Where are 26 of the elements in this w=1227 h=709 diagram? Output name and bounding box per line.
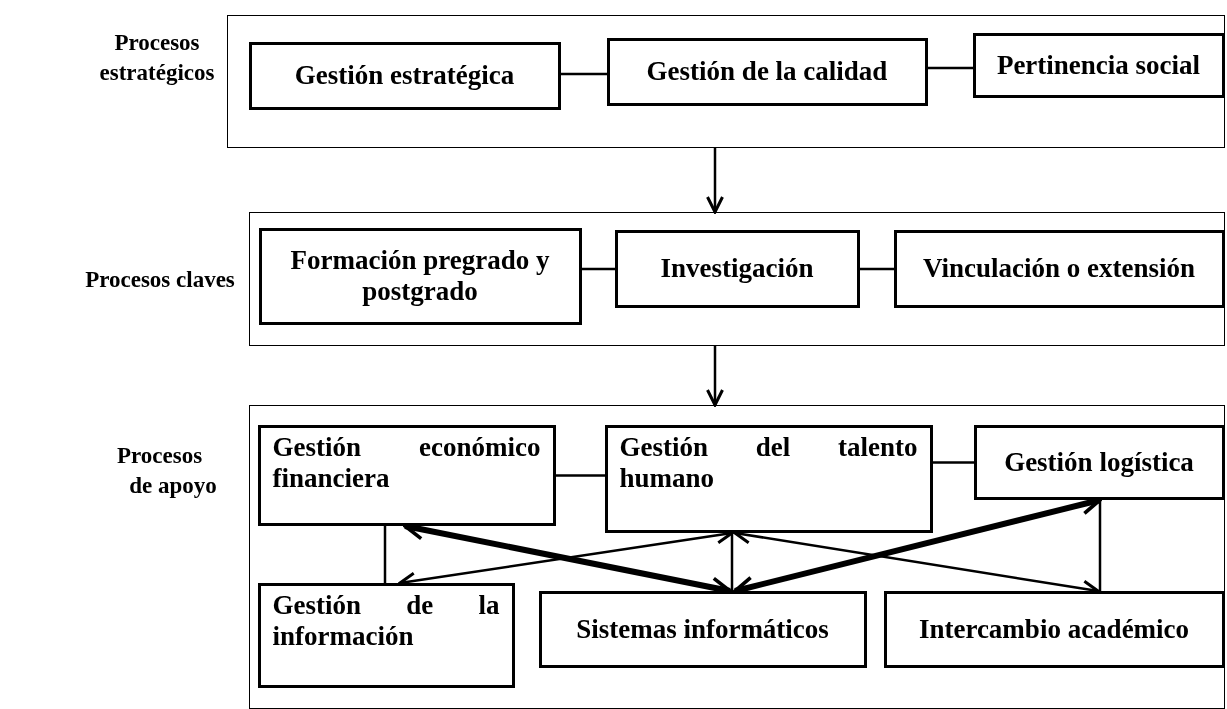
process-box: Gestión logística — [973, 424, 1225, 500]
process-box: Sistemas informáticos — [538, 590, 867, 668]
process-box: Gestión de la información — [257, 582, 515, 688]
connector-line — [730, 533, 734, 591]
process-box: Gestión económico financiera — [257, 424, 556, 526]
connector-line — [582, 267, 615, 271]
arrow — [706, 148, 724, 214]
connector-line — [1098, 500, 1102, 591]
connector-line — [928, 66, 973, 70]
section-heading: Procesos estratégicos — [98, 29, 216, 87]
connector-line — [556, 474, 605, 477]
process-box: Intercambio académico — [883, 590, 1225, 668]
process-box: Gestión del talento humano — [604, 424, 933, 533]
process-box: Investigación — [614, 229, 860, 308]
process-box: Pertinencia social — [972, 32, 1225, 98]
section-heading: Procesos claves — [84, 266, 236, 294]
connector-line — [383, 526, 387, 583]
process-box: Gestión estratégica — [248, 41, 561, 110]
connector-line — [933, 461, 974, 464]
section-heading: Procesos de apoyo — [117, 442, 218, 500]
connector-line — [561, 72, 607, 76]
process-box: Vinculación o extensión — [893, 229, 1225, 308]
process-box: Gestión de la calidad — [606, 37, 928, 106]
process-box: Formación pregrado y postgrado — [258, 227, 582, 325]
arrow — [706, 346, 724, 407]
connector-line — [860, 267, 894, 271]
